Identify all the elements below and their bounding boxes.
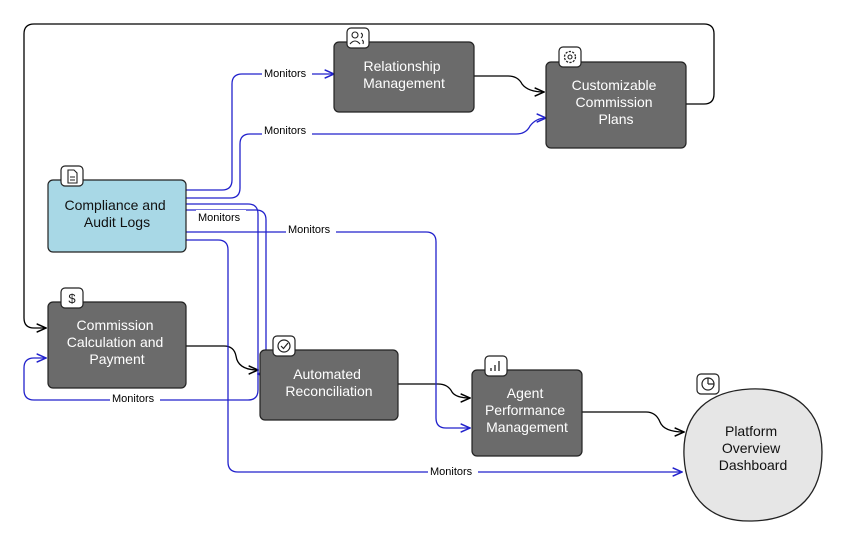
node-label-line: Customizable [572,77,657,93]
node-agent-performance-management[interactable]: Agent Performance Management [471,355,583,457]
svg-text:Automated Reconciliation: Automated Reconciliation [285,366,372,399]
edge-compliance-to-dashboard [186,239,682,472]
node-label-line: Audit Logs [84,214,150,230]
edge-label-reconciliation: Monitors [198,212,241,224]
node-compliance-audit-logs[interactable]: Compliance and Audit Logs [47,165,187,253]
node-customizable-commission-plans[interactable]: Customizable Commission Plans [545,46,687,149]
node-label-line: Automated [293,366,361,382]
node-label-line: Relationship [364,58,441,74]
edge-compliance-to-reconciliation [186,209,266,374]
node-label-line: Management [363,75,445,91]
node-label-line: Reconciliation [285,383,372,399]
node-commission-calculation-payment[interactable]: Commission Calculation and Payment $ [47,287,187,389]
check-circle-icon [272,335,296,357]
document-icon [60,165,84,187]
node-label-line: Payment [89,351,144,367]
edge-label-agent: Monitors [288,224,331,236]
node-automated-reconciliation[interactable]: Automated Reconciliation [259,335,399,421]
node-label-line: Performance [485,402,565,418]
edge-relationship-to-plans [474,75,544,92]
dollar-icon: $ [60,287,84,309]
monitor-edges [23,74,682,472]
edge-label-commission: Monitors [112,393,155,405]
edge-label-dashboard: Monitors [430,466,473,478]
svg-text:$: $ [68,291,76,306]
edge-reconciliation-to-agent [398,383,470,398]
node-label-line: Commission [576,94,653,110]
svg-text:Customizable Commission: Customizable Commission Plans [572,77,661,127]
bar-chart-icon [484,355,508,377]
edge-labels: Monitors Monitors Monitors Monitors Moni… [110,66,478,478]
svg-text:Platform Overview: Platform Overview Dashboard [719,423,788,473]
node-label-line: Calculation and [67,334,164,350]
node-relationship-management[interactable]: Relationship Management [333,27,475,113]
edge-compliance-to-relationship [186,74,334,191]
node-label-line: Management [486,419,568,435]
svg-text:Compliance and Audit Log: Compliance and Audit Logs [64,197,169,230]
node-label-line: Plans [598,111,633,127]
edge-label-relationship: Monitors [264,68,307,80]
node-label-line: Overview [722,440,781,456]
pie-chart-icon [696,373,720,395]
svg-text:Agent Performance: Agent Performance Management [485,385,569,435]
edge-compliance-to-plans [186,118,546,199]
node-label-line: Platform [725,423,777,439]
svg-text:Relationship Management: Relationship Management [363,58,445,91]
svg-text:Commission Calculation a: Commission Calculation and Payment [67,317,167,367]
edge-compliance-to-agent [186,231,470,428]
edge-commission-to-reconciliation [186,345,258,370]
node-label-line: Dashboard [719,457,788,473]
gear-icon [558,46,582,68]
edge-plans-to-commission [23,23,715,328]
users-icon [346,27,370,49]
node-platform-overview-dashboard[interactable]: Platform Overview Dashboard [683,373,823,522]
edge-label-plans: Monitors [264,125,307,137]
edge-agent-to-dashboard [582,411,684,432]
node-label-line: Compliance and [64,197,165,213]
node-label-line: Commission [77,317,154,333]
node-label-line: Agent [507,385,544,401]
